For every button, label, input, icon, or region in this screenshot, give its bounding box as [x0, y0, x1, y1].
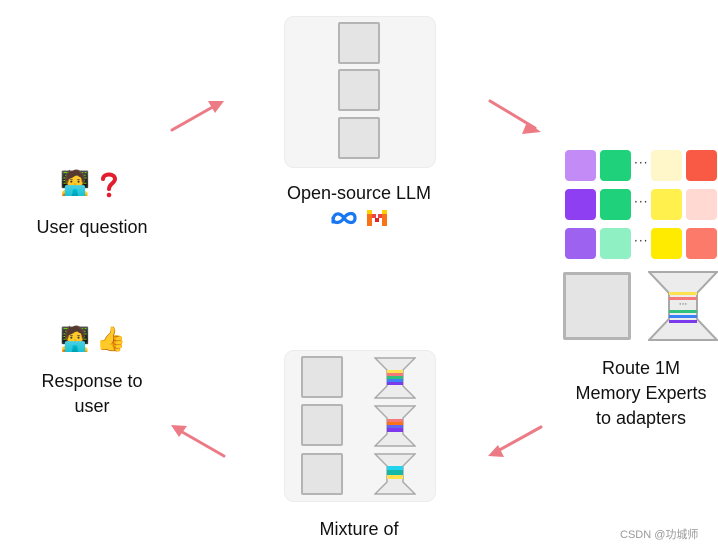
expert-cell	[686, 150, 717, 181]
arrowhead	[488, 445, 504, 457]
expert-cell	[651, 189, 682, 220]
route-label: Route 1M Memory Experts to adapters	[575, 358, 707, 428]
ellipsis: ···	[634, 234, 649, 248]
arrowhead	[522, 122, 541, 134]
adapter-hourglass-large: ···	[648, 271, 718, 341]
llm-layer-block	[338, 22, 380, 64]
expert-cell	[565, 150, 596, 181]
expert-cell	[565, 228, 596, 259]
expert-cell	[651, 228, 682, 259]
mixture-layer-block	[301, 404, 343, 446]
arrow-mixture-to-response	[175, 427, 226, 458]
model-layer-block	[563, 272, 631, 340]
mixture-label: Mixture of	[319, 519, 399, 539]
mixture-layer-block	[301, 453, 343, 495]
mixture-layer-block	[301, 356, 343, 398]
expert-cell	[600, 189, 631, 220]
arrowhead	[208, 101, 224, 113]
arrow-question-to-llm	[170, 102, 220, 132]
thumbs-up-icon: 👍	[96, 325, 126, 353]
expert-cell	[600, 150, 631, 181]
response-label: Response to user	[41, 371, 143, 416]
user-at-laptop-icon: 🧑‍💻	[60, 169, 90, 197]
llm-label: Open-source LLM	[286, 183, 432, 203]
question-mark-icon	[98, 170, 120, 198]
ellipsis: ···	[634, 156, 649, 170]
expert-cell	[600, 228, 631, 259]
ellipsis: ···	[634, 195, 649, 209]
llm-layer-block	[338, 117, 380, 159]
expert-cell	[651, 150, 682, 181]
watermark: CSDN @功城师	[620, 529, 699, 541]
meta-logo-icon	[329, 206, 359, 230]
expert-cell	[565, 189, 596, 220]
adapter-hourglass	[374, 357, 416, 399]
expert-cell	[686, 228, 717, 259]
user-question-label: User question	[36, 217, 148, 237]
llm-layer-block	[338, 69, 380, 111]
adapter-hourglass	[374, 405, 416, 447]
expert-cell	[686, 189, 717, 220]
adapter-hourglass	[374, 453, 416, 495]
user-at-laptop-icon: 🧑‍💻	[60, 325, 90, 353]
svg-text:···: ···	[679, 300, 688, 310]
arrow-experts-to-mixture	[492, 425, 543, 455]
mistral-logo-icon	[366, 208, 388, 228]
arrowhead	[171, 425, 187, 437]
